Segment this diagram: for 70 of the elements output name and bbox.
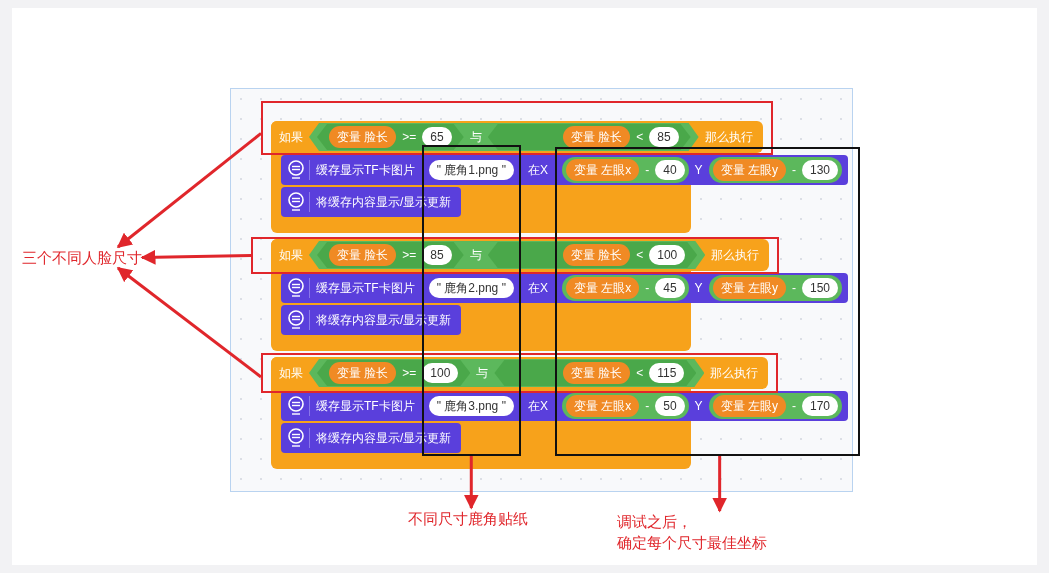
variable-pill: 变量 左眼y [712,277,786,299]
variable-pill: 变量 脸长 [329,244,397,266]
variable-pill: 变量 脸长 [562,362,631,384]
arrow [116,266,262,379]
highlight-box [554,147,860,456]
operator-label: < [635,247,645,264]
block-label: Y [693,280,704,297]
variable-pill: 变量 左眼x [565,395,640,417]
operator-label: >= [401,247,418,264]
annotation-text: 调试之后， [617,512,693,532]
operator-label: - [790,162,797,179]
operator-label: >= [401,129,418,146]
number-input: 85 [649,127,679,147]
block-label: 在X [526,398,549,415]
operator-label: - [790,280,797,297]
operator-label: - [644,398,651,415]
number-input: 40 [655,160,685,180]
highlight-box [261,353,779,393]
annotation-text: 不同尺寸鹿角贴纸 [408,509,528,529]
variable-pill: 变量 左眼x [565,277,640,299]
block-label: Y [693,398,704,415]
block-label: 在X [526,162,549,179]
variable-pill: 变量 脸长 [329,126,397,148]
arrow [712,456,728,513]
block-label: 在X [526,280,549,297]
operator-label: >= [401,365,418,382]
block-label: 与 [468,247,483,264]
block-label: 那么执行 [710,247,761,264]
number-input: 100 [649,245,686,265]
variable-pill: 变量 脸长 [562,244,631,266]
number-input: 115 [649,363,685,383]
operator-label: < [635,365,645,382]
number-input: 130 [801,160,838,180]
number-input: 45 [655,278,685,298]
block-label: 缓存显示TF卡图片 [315,280,416,297]
operator-label: - [790,398,797,415]
block-label: 如果 [278,365,304,382]
block-label: 如果 [278,129,304,146]
string-input: " 鹿角1.png " [428,160,514,180]
block-label: 那么执行 [703,129,754,146]
number-input: 100 [422,363,459,383]
number-input: 65 [422,127,452,147]
operator-label: - [644,162,651,179]
block-label: 那么执行 [709,365,760,382]
block-label: 与 [468,129,483,146]
block-label: 与 [475,365,490,382]
variable-pill: 变量 脸长 [329,362,397,384]
number-input: 85 [422,245,452,265]
variable-pill: 变量 左眼y [712,395,786,417]
operator-label: - [644,280,651,297]
arrow [140,249,252,265]
number-input: 150 [801,278,838,298]
block-label: 缓存显示TF卡图片 [315,398,416,415]
operator-label: < [635,129,645,146]
variable-pill: 变量 左眼x [565,159,640,181]
string-input: " 鹿角3.png " [428,396,514,416]
string-input: " 鹿角2.png " [428,278,514,298]
highlight-box [261,101,773,155]
number-input: 50 [655,396,685,416]
number-input: 170 [801,396,838,416]
arrow [116,132,262,249]
arrow [463,456,479,510]
block-label: 缓存显示TF卡图片 [315,162,416,179]
annotation-text: 确定每个尺寸最佳坐标 [617,533,767,553]
block-label: 如果 [278,247,304,264]
variable-pill: 变量 脸长 [562,126,631,148]
variable-pill: 变量 左眼y [712,159,786,181]
highlight-box [251,237,780,274]
block-label: Y [693,162,704,179]
annotation-text: 三个不同人脸尺寸 [22,248,142,268]
